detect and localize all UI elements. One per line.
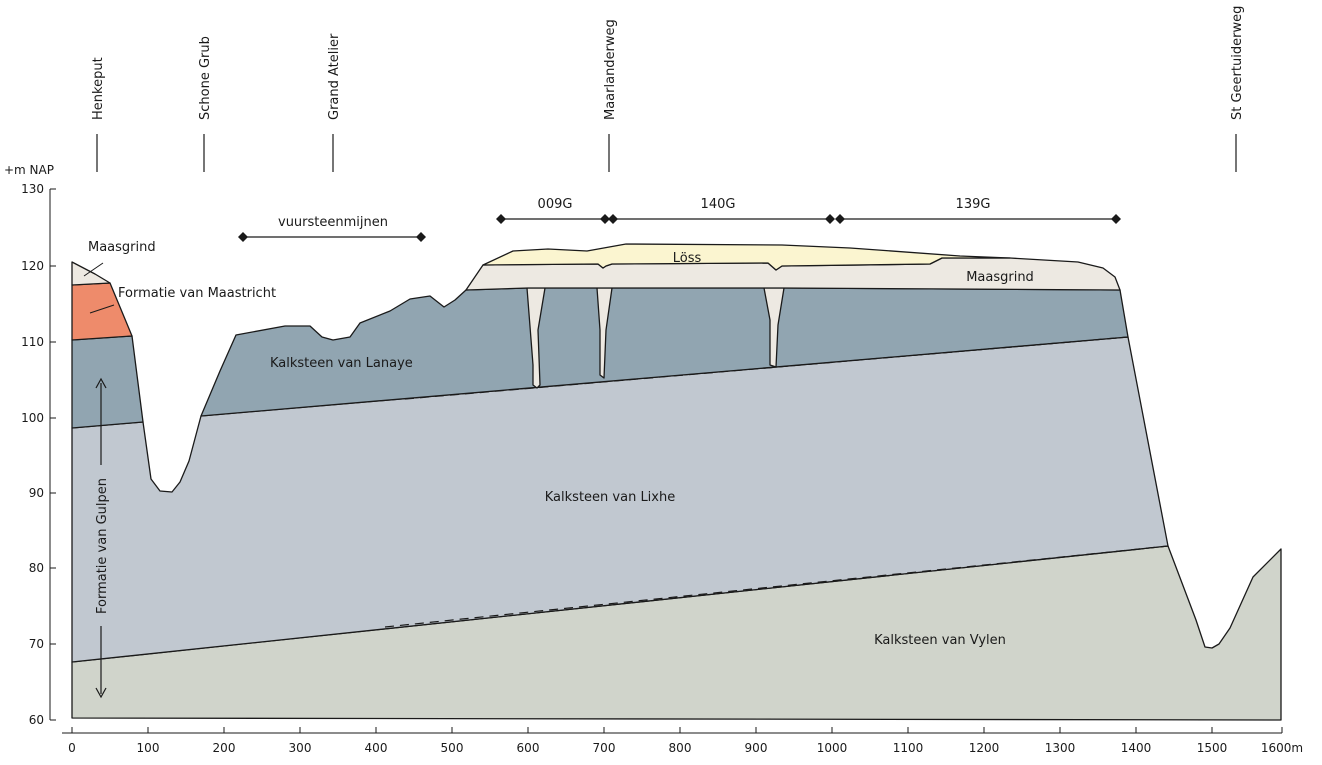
label-gulpen-group: Formatie van Gulpen: [95, 377, 110, 699]
svg-text:60: 60: [29, 713, 44, 727]
label-maasgrind-left: Maasgrind: [88, 240, 156, 255]
span-label: 140G: [701, 197, 736, 212]
location-grand-atelier: Grand Atelier: [327, 33, 342, 172]
svg-text:70: 70: [29, 637, 44, 651]
svg-text:110: 110: [21, 335, 44, 349]
location-label: Maarlanderweg: [603, 19, 618, 120]
location-schone-grub: Schone Grub: [198, 36, 213, 172]
location-label: Schone Grub: [198, 36, 213, 120]
svg-text:700: 700: [593, 741, 616, 755]
leader-formatie-maastricht: [89, 304, 115, 314]
y-tick: 100: [21, 411, 56, 425]
svg-text:90: 90: [29, 486, 44, 500]
svg-text:500: 500: [441, 741, 464, 755]
y-tick: 90: [29, 486, 56, 500]
location-henkeput: Henkeput: [91, 57, 106, 172]
location-label: Henkeput: [91, 57, 106, 120]
x-tick: 800: [669, 727, 692, 755]
leader-maasgrind-left: [83, 262, 104, 277]
y-tick: 110: [21, 335, 56, 349]
lixhe-vylen-boundary-dashed: [384, 545, 1169, 628]
x-tick: 700: [593, 727, 616, 755]
svg-text:400: 400: [365, 741, 388, 755]
location-label: St Geertuiderweg: [1230, 6, 1245, 120]
x-tick: 600: [517, 727, 540, 755]
location-maarlanderweg: Maarlanderweg: [603, 19, 618, 172]
x-tick: 900: [745, 727, 768, 755]
label-formatie-maastricht: Formatie van Maastricht: [118, 286, 276, 301]
y-axis: +m NAP 130 120 110 100 90 80 70 60: [4, 163, 56, 727]
svg-text:300: 300: [289, 741, 312, 755]
x-tick: 200: [213, 727, 236, 755]
svg-text:130: 130: [21, 182, 44, 196]
x-tick: 1400: [1121, 727, 1152, 755]
svg-text:100: 100: [21, 411, 44, 425]
svg-text:1000: 1000: [817, 741, 848, 755]
solution-pipe-1: [526, 287, 546, 389]
location-st-geertuiderweg: St Geertuiderweg: [1230, 6, 1245, 172]
x-tick: 1500: [1197, 727, 1228, 755]
label-lanaye: Kalksteen van Lanaye: [270, 356, 413, 371]
span-vuursteenmijnen: vuursteenmijnen: [238, 215, 426, 242]
svg-text:1400: 1400: [1121, 741, 1152, 755]
svg-text:120: 120: [21, 259, 44, 273]
x-tick: 100: [137, 727, 160, 755]
span-label: 009G: [538, 197, 573, 212]
x-tick: 1300: [1045, 727, 1076, 755]
svg-text:100: 100: [137, 741, 160, 755]
x-tick: 1000: [817, 727, 848, 755]
layer-maasgrind-left: [71, 261, 111, 286]
svg-text:1200: 1200: [969, 741, 1000, 755]
span-140g: 140G: [608, 197, 835, 224]
svg-text:600: 600: [517, 741, 540, 755]
svg-text:800: 800: [669, 741, 692, 755]
svg-text:1600m: 1600m: [1261, 741, 1303, 755]
svg-text:0: 0: [68, 741, 76, 755]
label-vylen: Kalksteen van Vylen: [874, 633, 1006, 648]
x-tick: 300: [289, 727, 312, 755]
x-tick: 0: [68, 727, 76, 755]
span-139g: 139G: [835, 197, 1121, 224]
x-axis: 0 100 200 300 400 500 600 700 800 900 10…: [62, 727, 1303, 755]
span-label: 139G: [956, 197, 991, 212]
svg-text:1100: 1100: [893, 741, 924, 755]
svg-text:1500: 1500: [1197, 741, 1228, 755]
span-label: vuursteenmijnen: [278, 215, 388, 230]
x-tick: 1200: [969, 727, 1000, 755]
x-tick: 400: [365, 727, 388, 755]
svg-text:1300: 1300: [1045, 741, 1076, 755]
y-tick: 80: [29, 561, 56, 575]
svg-text:80: 80: [29, 561, 44, 575]
svg-text:900: 900: [745, 741, 768, 755]
y-tick: 60: [29, 713, 56, 727]
y-axis-unit-label: +m NAP: [4, 163, 54, 177]
svg-text:200: 200: [213, 741, 236, 755]
x-tick: 1100: [893, 727, 924, 755]
label-lixhe: Kalksteen van Lixhe: [545, 490, 675, 505]
y-tick: 70: [29, 637, 56, 651]
x-tick: 1600m: [1261, 727, 1303, 755]
y-tick: 120: [21, 259, 56, 273]
span-009g: 009G: [496, 197, 610, 224]
y-tick: 130: [21, 182, 56, 196]
lanaye-lixhe-boundary-dashed: [404, 336, 1129, 400]
label-maasgrind-right: Maasgrind: [966, 270, 1034, 285]
layer-loss: [482, 243, 1011, 271]
x-tick: 500: [441, 727, 464, 755]
location-label: Grand Atelier: [327, 33, 342, 120]
label-loss: Löss: [673, 251, 702, 266]
label-gulpen: Formatie van Gulpen: [95, 478, 110, 614]
